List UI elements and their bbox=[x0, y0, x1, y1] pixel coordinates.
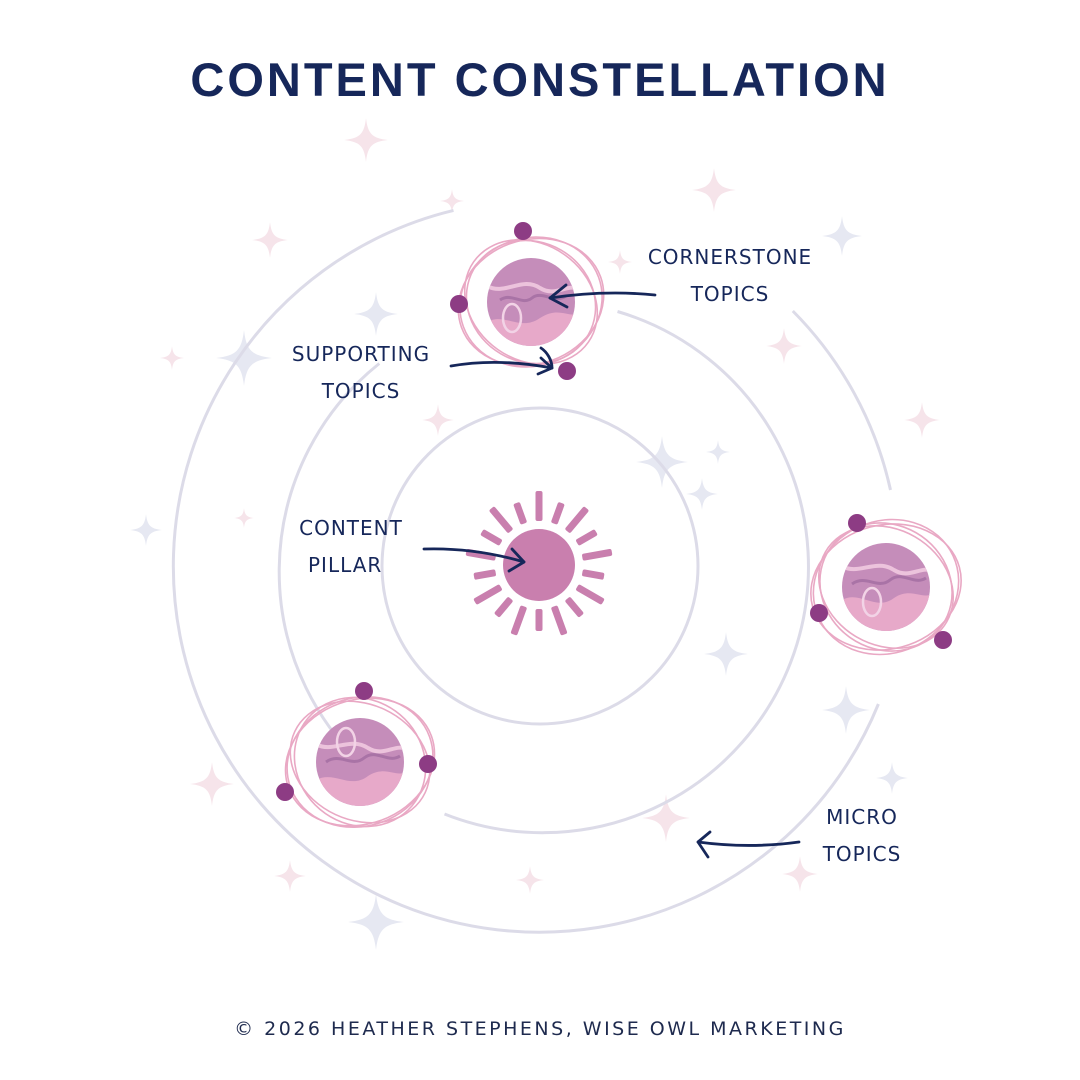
sparkle-icon bbox=[822, 216, 862, 256]
label-line: TOPICS bbox=[690, 282, 770, 306]
sun-ray bbox=[510, 605, 527, 636]
sun-ray bbox=[513, 502, 527, 525]
arrow-micro-icon bbox=[696, 830, 801, 859]
planet-bottom-left-icon bbox=[276, 682, 437, 829]
moon-icon bbox=[276, 783, 294, 801]
sparkle-icon bbox=[608, 250, 632, 274]
label-line: MICRO bbox=[826, 805, 898, 829]
moon-icon bbox=[558, 362, 576, 380]
content-pillar-sun-icon bbox=[465, 491, 613, 636]
orbits bbox=[171, 208, 892, 934]
sun-ray bbox=[565, 506, 589, 533]
sun-ray bbox=[551, 605, 568, 636]
moon-icon bbox=[514, 222, 532, 240]
label-content-pillar: CONTENT PILLAR bbox=[292, 510, 410, 584]
sun-ray bbox=[551, 502, 565, 525]
annotation-arrows bbox=[422, 283, 801, 859]
sun-ray bbox=[473, 569, 496, 580]
sun-ray bbox=[473, 584, 502, 605]
sparkle-icon bbox=[344, 118, 388, 162]
label-line: TOPICS bbox=[321, 379, 401, 403]
sparkle-icon bbox=[822, 686, 870, 734]
cornerstone-planet-icon bbox=[450, 222, 605, 380]
sun-ray bbox=[576, 529, 598, 546]
arrow-cornerstone-icon bbox=[548, 283, 657, 309]
sparkle-icon bbox=[706, 440, 730, 464]
sparkle-icon bbox=[190, 762, 234, 806]
sun-ray bbox=[535, 609, 543, 631]
sparkle-icon bbox=[160, 346, 184, 370]
orbit-inner bbox=[380, 406, 700, 726]
orbit-middle bbox=[277, 310, 810, 835]
sun-ray bbox=[576, 584, 605, 605]
label-line: CORNERSTONE bbox=[647, 245, 813, 269]
label-supporting-topics: SUPPORTING TOPICS bbox=[280, 336, 442, 410]
sun-ray bbox=[480, 529, 502, 546]
label-line: PILLAR bbox=[308, 553, 383, 577]
sparkle-icon bbox=[252, 222, 288, 258]
sparkle-icon bbox=[636, 436, 688, 488]
copyright-footer: © 2026 HEATHER STEPHENS, WISE OWL MARKET… bbox=[234, 1018, 846, 1040]
arrow-pillar-icon bbox=[422, 547, 526, 573]
moon-icon bbox=[450, 295, 468, 313]
label-line: CONTENT bbox=[299, 516, 403, 540]
arrow-supporting-icon bbox=[449, 346, 554, 376]
sun-ray bbox=[565, 597, 584, 617]
sparkle-icon bbox=[274, 860, 306, 892]
label-cornerstone-topics: CORNERSTONE TOPICS bbox=[640, 239, 820, 313]
moon-icon bbox=[419, 755, 437, 773]
sparkle-icon bbox=[876, 762, 908, 794]
label-line: SUPPORTING bbox=[291, 342, 431, 366]
moon-icon bbox=[355, 682, 373, 700]
sparkle-icon bbox=[686, 478, 718, 510]
sun-ray bbox=[535, 491, 543, 521]
label-line: TOPICS bbox=[822, 842, 902, 866]
sparkle-icon bbox=[234, 508, 254, 528]
sparkle-icon bbox=[766, 328, 802, 364]
sparkle-icon bbox=[130, 514, 162, 546]
sparkle-icon bbox=[516, 866, 544, 894]
sparkle-icon bbox=[704, 632, 748, 676]
sparkle-icon bbox=[904, 402, 940, 438]
sparkle-icon bbox=[692, 168, 736, 212]
sun-ray bbox=[494, 597, 513, 617]
moon-icon bbox=[934, 631, 952, 649]
label-micro-topics: MICRO TOPICS bbox=[810, 799, 914, 873]
moon-icon bbox=[848, 514, 866, 532]
orbit-outer bbox=[171, 208, 892, 934]
moon-icon bbox=[810, 604, 828, 622]
sun-ray bbox=[582, 569, 605, 580]
sparkle-icon bbox=[354, 292, 398, 336]
page-title: CONTENT CONSTELLATION bbox=[190, 53, 890, 106]
sun-ray bbox=[489, 506, 513, 533]
sun-ray bbox=[582, 549, 613, 561]
planet-right-icon bbox=[810, 514, 962, 656]
